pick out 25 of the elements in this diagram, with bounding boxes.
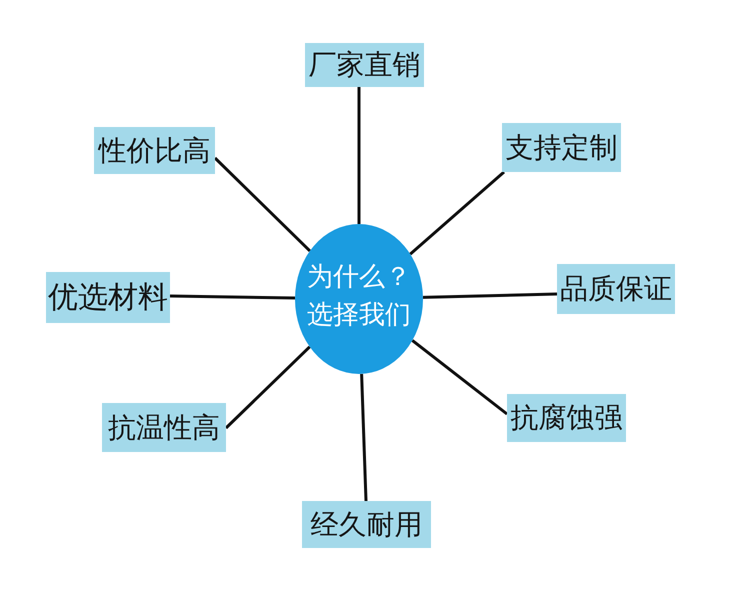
node-text: 品质保证 — [560, 275, 672, 303]
connector-line — [358, 87, 360, 224]
node-text: 经久耐用 — [310, 510, 422, 538]
connector-line — [170, 294, 296, 300]
connector-line — [224, 346, 311, 430]
node-text: 支持定制 — [506, 134, 618, 162]
label-box — [46, 272, 170, 323]
connector-line — [360, 374, 368, 502]
node-text: 抗腐蚀强 — [510, 404, 622, 432]
label-box — [302, 501, 431, 548]
label-box — [94, 127, 215, 174]
label-box — [557, 264, 675, 314]
label-box — [507, 394, 626, 442]
connector-line — [422, 292, 558, 299]
hub-text: 为什么？选择我们 — [307, 260, 411, 331]
node-text: 抗温性高 — [108, 414, 220, 442]
node-text: 性价比高 — [98, 136, 210, 164]
connector-line — [411, 339, 508, 416]
connector-line — [214, 156, 311, 252]
label-box — [305, 43, 424, 87]
node-text: 优选材料 — [48, 282, 168, 312]
label-box — [102, 403, 226, 452]
label-box — [502, 123, 621, 172]
connector-line — [409, 170, 505, 256]
node-text: 厂家直销 — [308, 51, 420, 79]
